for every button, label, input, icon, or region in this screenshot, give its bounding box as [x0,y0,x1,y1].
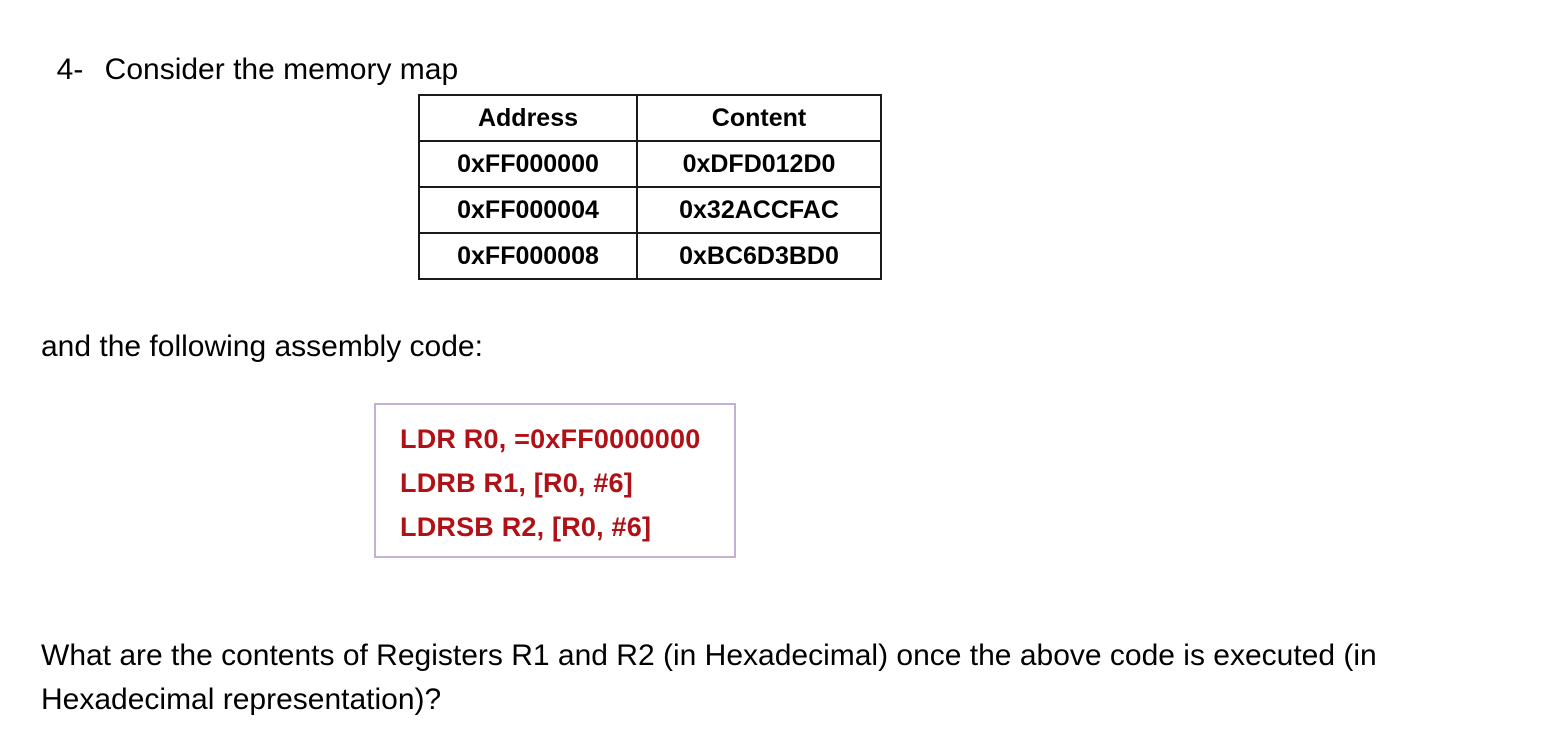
code-line: LDRB R1, [R0, #6] [400,468,633,498]
code-intro-text: and the following assembly code: [41,330,483,363]
column-header-content: Content [636,94,882,142]
memory-map-table: Address Content 0xFF000000 0xDFD012D0 0x… [418,94,882,280]
cell-content: 0x32ACCFAC [636,186,882,234]
table-row: 0xFF000008 0xBC6D3BD0 [418,232,882,280]
cell-address: 0xFF000000 [418,140,638,188]
cell-content: 0xDFD012D0 [636,140,882,188]
cell-address: 0xFF000008 [418,232,638,280]
table-header-row: Address Content [418,94,882,142]
cell-address: 0xFF000004 [418,186,638,234]
code-line: LDR R0, =0xFF0000000 [400,424,701,454]
column-header-address: Address [418,94,638,142]
assembly-code-block: LDR R0, =0xFF0000000 LDRB R1, [R0, #6] L… [374,403,736,558]
table-row: 0xFF000004 0x32ACCFAC [418,186,882,234]
code-line: LDRSB R2, [R0, #6] [400,512,652,542]
page-title: 4- Consider the memory map [40,4,458,92]
cell-content: 0xBC6D3BD0 [636,232,882,280]
question-number: 4- [56,53,84,86]
table-row: 0xFF000000 0xDFD012D0 [418,140,882,188]
question-heading-text: Consider the memory map [104,53,459,86]
question-body-text: What are the contents of Registers R1 an… [41,639,1377,716]
